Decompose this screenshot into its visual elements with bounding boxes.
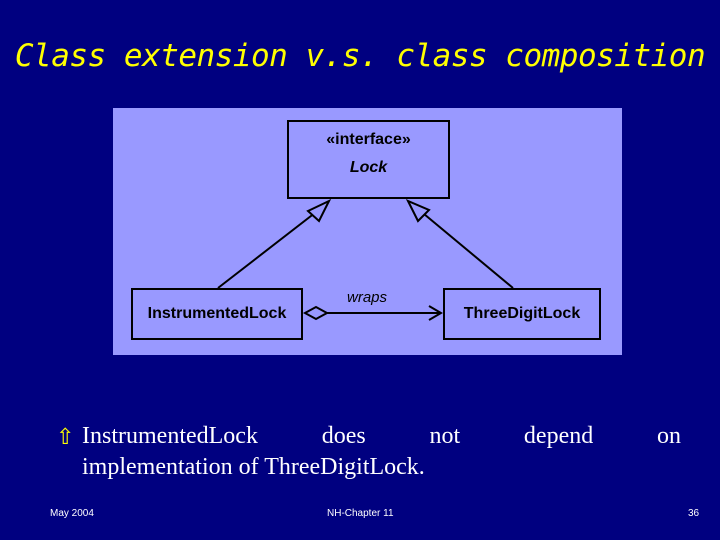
up-arrow-outline-icon: ⇧	[56, 424, 75, 449]
aggregation-diamond	[302, 305, 330, 321]
class-three-digit-lock: ThreeDigitLock	[443, 288, 601, 340]
uml-connectors	[217, 198, 514, 321]
bullet-word: on	[657, 423, 681, 449]
interface-stereotype: «interface»	[326, 131, 411, 148]
class-name-left: InstrumentedLock	[147, 305, 287, 322]
class-instrumented-lock: InstrumentedLock	[131, 288, 303, 340]
bullet-line-2: implementation of ThreeDigitLock.	[82, 454, 425, 480]
bullet-line-1: InstrumentedLock does not depend on	[82, 421, 681, 452]
interface-lock-box: «interface» Lock	[287, 120, 450, 199]
association-label: wraps	[347, 289, 388, 306]
footer-chapter: NH-Chapter 11	[327, 508, 394, 519]
generalization-line-left	[217, 208, 321, 289]
association-arrowhead	[428, 305, 443, 321]
bullet-word: does	[321, 423, 366, 449]
class-name-right: ThreeDigitLock	[463, 305, 581, 322]
bullet-word: depend	[523, 423, 594, 449]
generalization-arrowhead-right	[405, 199, 431, 223]
slide-title: Class extension v.s. class composition	[14, 38, 706, 74]
bullet-point: ⇧ InstrumentedLock does not depend on im…	[56, 421, 681, 483]
bullet-word: InstrumentedLock	[82, 423, 258, 449]
footer-page-number: 36	[688, 508, 700, 519]
generalization-arrowhead-left	[306, 198, 332, 223]
bullet-word: not	[429, 423, 461, 449]
generalization-line-right	[417, 208, 514, 289]
uml-diagram: «interface» Lock InstrumentedLock wraps …	[113, 108, 622, 355]
interface-name: Lock	[349, 159, 388, 176]
footer-date: May 2004	[50, 508, 94, 519]
